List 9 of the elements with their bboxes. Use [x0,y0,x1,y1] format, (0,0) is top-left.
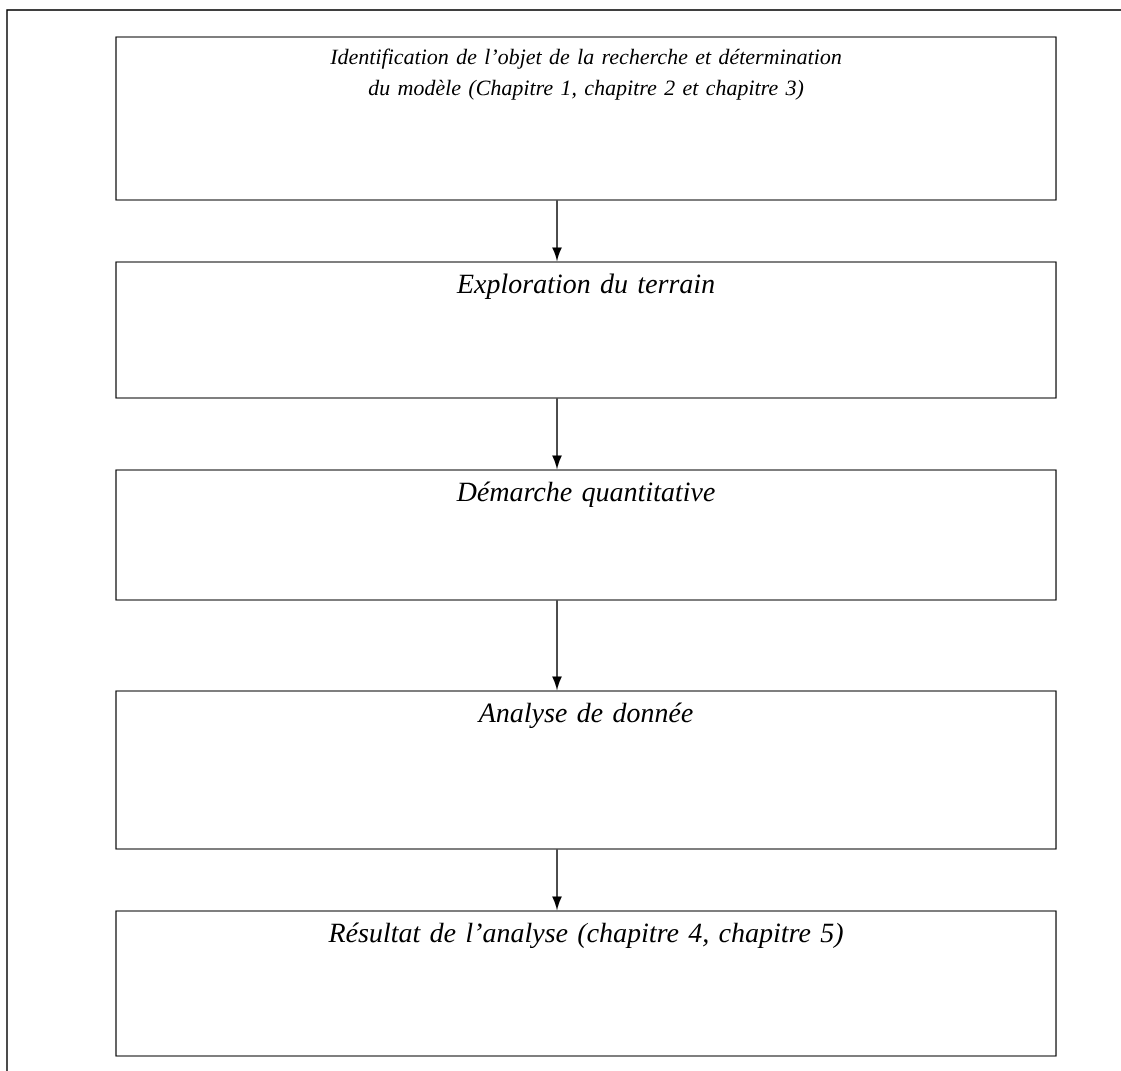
arrow [552,397,562,468]
process-box: Exploration du terrain [115,261,1057,399]
arrow [552,848,562,909]
process-box: Démarche quantitative [115,469,1057,601]
arrow [552,199,562,260]
process-box: Résultat de l’analyse (chapitre 4, chapitre 5) [115,910,1057,1057]
process-box: Identification de l’objet de la recherche et détermination du modèle (Chapitre 1, chapitre 2 et chapitre 3) [115,36,1057,201]
process-box: Analyse de donnée [115,690,1057,850]
arrow [552,599,562,689]
